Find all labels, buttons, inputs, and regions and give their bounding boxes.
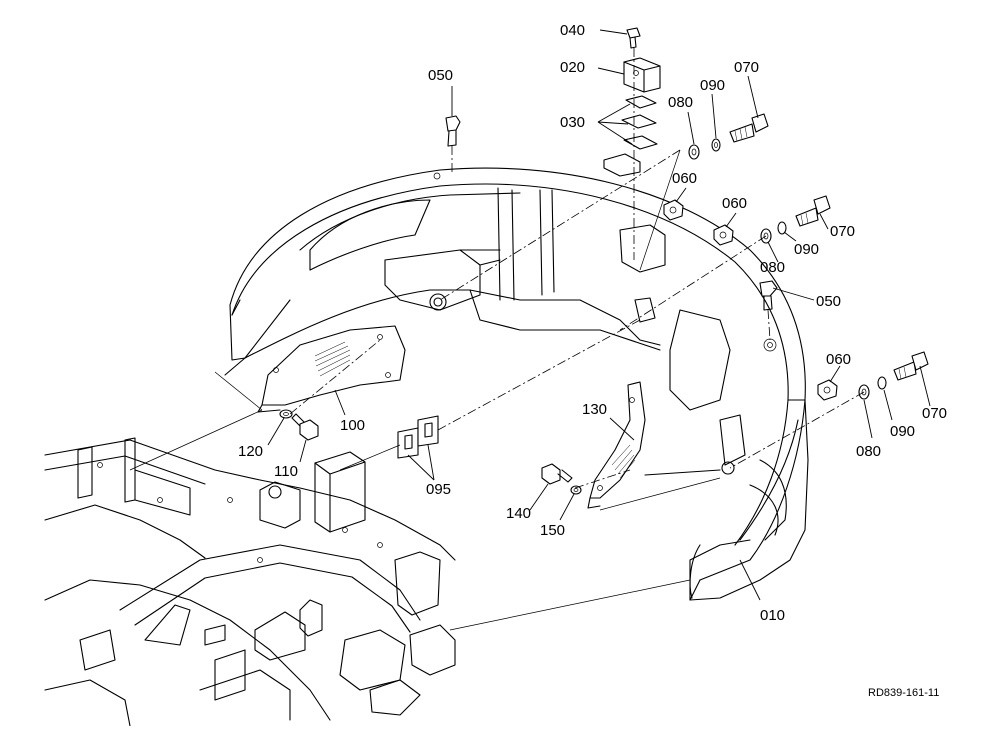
part-labels: 040 020 030 050 080 090 070 060 060 070 … (238, 22, 947, 699)
cover-100 (257, 325, 406, 413)
label-010: 010 (760, 607, 785, 624)
bolt-070-a (729, 113, 769, 143)
bracket-020 (623, 57, 661, 93)
label-080-a: 080 (668, 94, 693, 111)
bolt-110 (291, 413, 319, 441)
label-070-a: 070 (734, 59, 759, 76)
label-090-c: 090 (890, 423, 915, 440)
washer-090-b (777, 221, 787, 235)
leader-lines (267, 29, 931, 601)
label-095: 095 (426, 481, 451, 498)
bolt-050-top (445, 115, 461, 147)
label-040: 040 (560, 22, 585, 39)
bolt-050-right (759, 280, 778, 311)
label-060-b: 060 (722, 195, 747, 212)
cover-130 (587, 381, 646, 509)
label-020: 020 (560, 59, 585, 76)
shims-095 (397, 415, 439, 459)
counterweight-010 (224, 167, 809, 601)
washer-090-a (711, 138, 721, 152)
label-070-b: 070 (830, 223, 855, 240)
bolt-070-c (893, 351, 929, 381)
assembly-lines (129, 48, 865, 631)
label-100: 100 (340, 417, 365, 434)
label-130: 130 (582, 401, 607, 418)
label-110: 110 (274, 463, 298, 480)
label-030: 030 (560, 114, 585, 131)
bolt-070-b (795, 195, 831, 227)
drawing-code: RD839-161-11 (868, 687, 939, 699)
nut-060-c (817, 379, 838, 401)
washer-090-c (877, 376, 887, 390)
nut-060-b (713, 224, 734, 246)
label-090-a: 090 (700, 77, 725, 94)
label-060-a: 060 (672, 170, 697, 187)
shims-030 (603, 95, 658, 177)
label-080-c: 080 (856, 443, 881, 460)
label-070-c: 070 (922, 405, 947, 422)
label-120: 120 (238, 443, 263, 460)
bolt-140 (541, 463, 573, 485)
label-050-right: 050 (816, 293, 841, 310)
label-140: 140 (506, 505, 531, 522)
washer-150 (570, 485, 582, 495)
nut-060-a (663, 199, 684, 221)
bolt-040 (626, 27, 641, 49)
label-050-top: 050 (428, 67, 453, 84)
washer-120 (279, 409, 293, 419)
frame-chassis (44, 437, 456, 727)
washer-080-a (688, 144, 700, 160)
label-060-c: 060 (826, 351, 851, 368)
label-080-b: 080 (760, 259, 785, 276)
label-150: 150 (540, 522, 565, 539)
label-090-b: 090 (794, 241, 819, 258)
